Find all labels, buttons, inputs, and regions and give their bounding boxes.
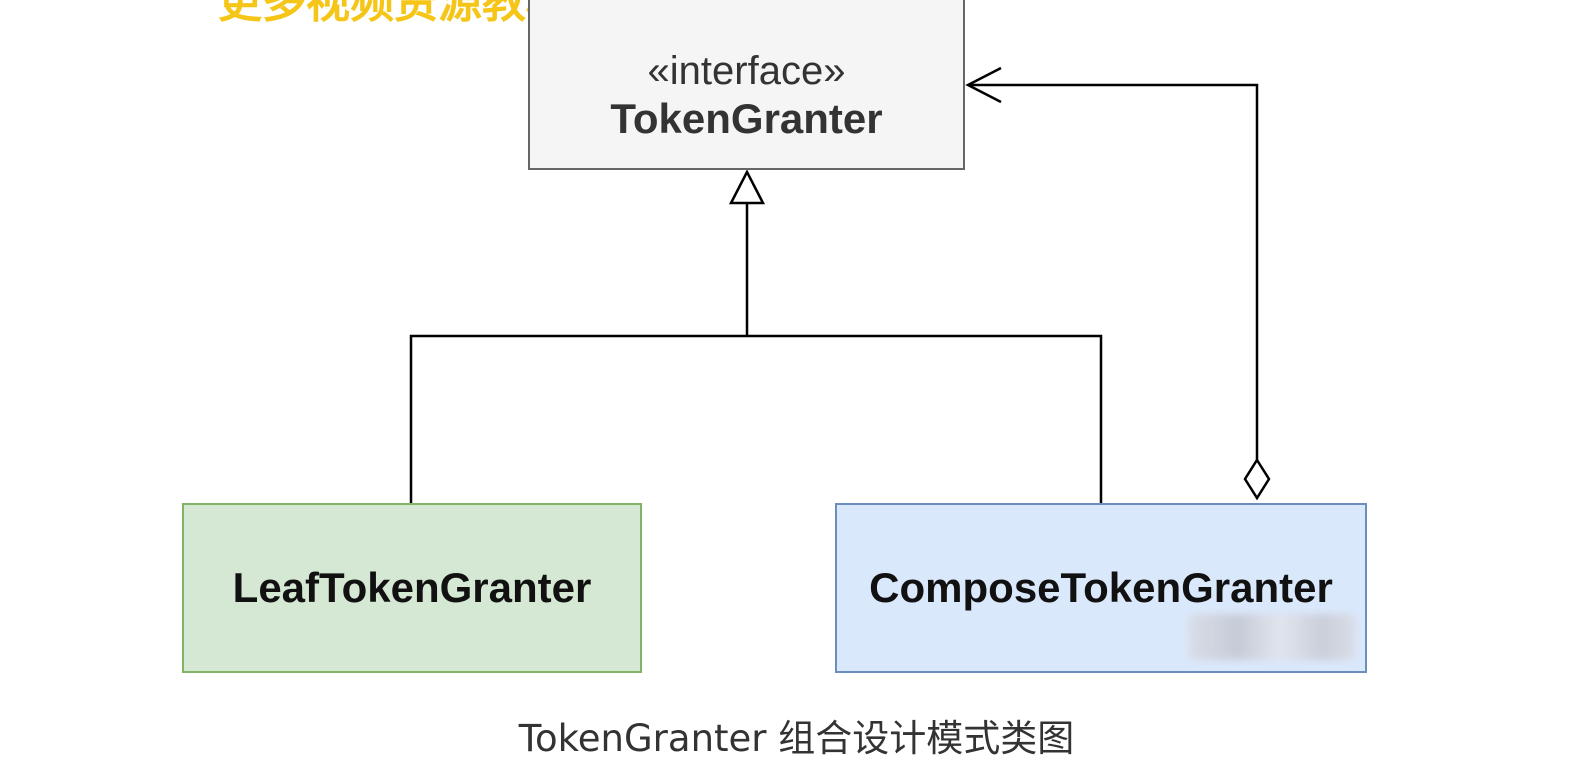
blurred-watermark bbox=[1188, 614, 1356, 660]
aggregation-diamond bbox=[1243, 457, 1271, 501]
leaf-token-granter-box: LeafTokenGranter bbox=[182, 503, 642, 673]
interface-token-granter-box: «interface» TokenGranter bbox=[528, 0, 965, 170]
interface-stereotype: «interface» bbox=[647, 49, 846, 93]
aggregation-line bbox=[968, 83, 1259, 462]
realization-arrowhead bbox=[728, 169, 766, 205]
realization-line-leaf bbox=[409, 334, 747, 503]
leaf-class-name: LeafTokenGranter bbox=[232, 564, 592, 611]
figure-caption: TokenGranter 组合设计模式类图 bbox=[518, 717, 1075, 760]
compose-class-name: ComposeTokenGranter bbox=[869, 564, 1333, 611]
realization-line-compose bbox=[747, 334, 1103, 503]
interface-name: TokenGranter bbox=[610, 95, 883, 142]
aggregation-open-arrowhead bbox=[965, 66, 1002, 104]
